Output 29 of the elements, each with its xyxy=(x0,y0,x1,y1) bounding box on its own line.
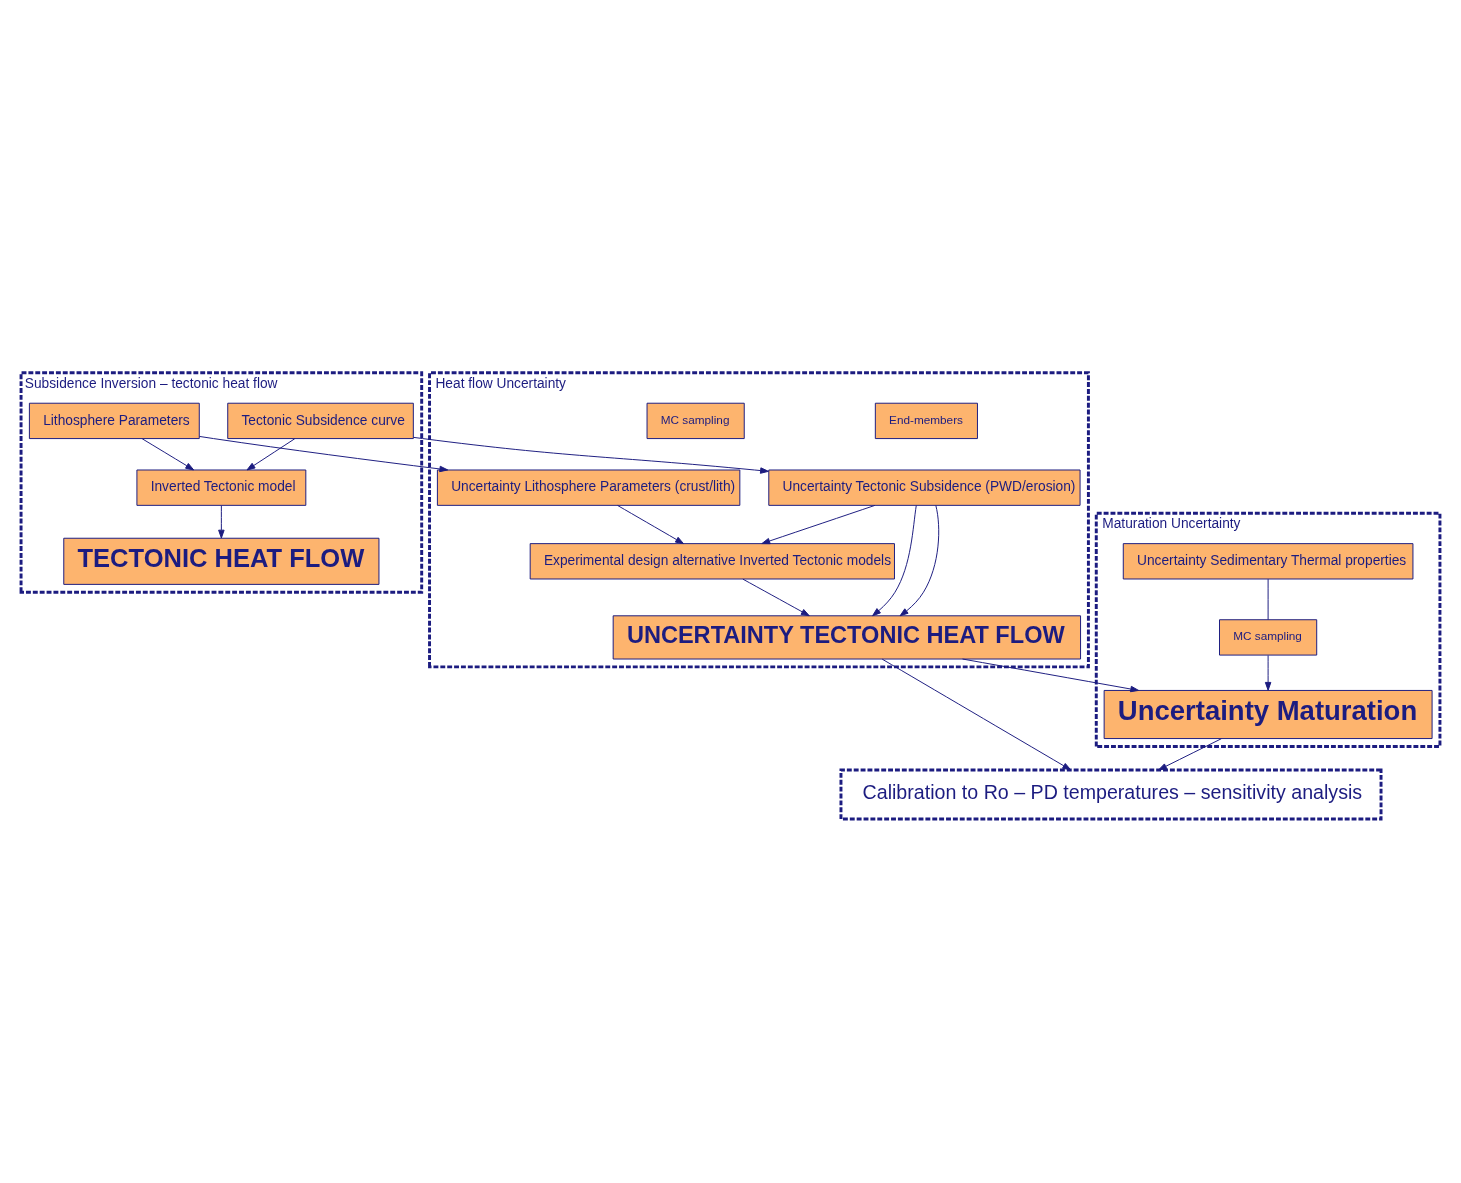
node-box: End-members xyxy=(874,402,978,439)
arrow xyxy=(199,435,449,472)
arrow xyxy=(246,437,296,470)
node-box: Uncertainty Tectonic Subsidence (PWD/erosion) xyxy=(768,469,1081,506)
node-box: Inverted Tectonic model xyxy=(136,469,307,506)
arrow xyxy=(881,658,1072,770)
node-box: Uncertainty Lithosphere Parameters (crust/lith) xyxy=(436,469,741,506)
node-box: Experimental design alternative Inverted Tectonic models xyxy=(529,542,895,579)
connector xyxy=(1267,578,1269,620)
arrow xyxy=(1158,737,1222,770)
node-box: Tectonic Subsidence curve xyxy=(227,402,414,439)
arrow xyxy=(141,437,195,470)
arrow xyxy=(761,504,876,544)
node-box: Uncertainty Maturation xyxy=(1103,689,1433,739)
arrow xyxy=(1264,654,1272,691)
arrow xyxy=(218,504,225,538)
node-box: Uncertainty Sedimentary Thermal properties xyxy=(1122,542,1414,579)
node-box: TECTONIC HEAT FLOW xyxy=(63,537,380,585)
arrow xyxy=(962,658,1140,692)
node-box: MC sampling xyxy=(646,402,745,439)
arrow xyxy=(412,436,769,474)
node-box: MC sampling xyxy=(1219,618,1318,656)
arrow xyxy=(617,504,684,544)
arrow xyxy=(899,504,940,616)
arrow xyxy=(742,578,810,616)
node-box: Calibration to Ro – PD temperatures – sensitivity analysis xyxy=(839,768,1383,821)
arrow xyxy=(872,504,917,616)
node-box: UNCERTAINTY TECTONIC HEAT FLOW xyxy=(612,614,1082,659)
node-box: Lithosphere Parameters xyxy=(28,402,200,439)
